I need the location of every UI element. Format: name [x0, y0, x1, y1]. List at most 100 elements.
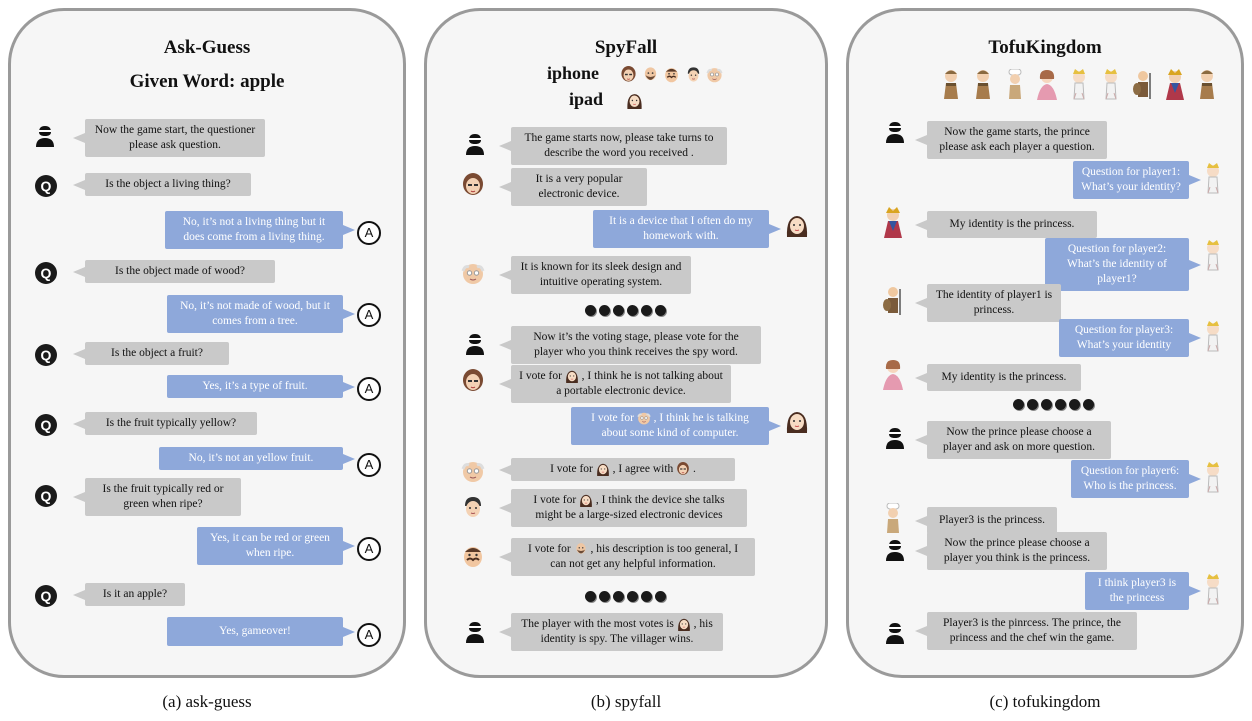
host-silhouette-icon: [463, 331, 487, 355]
vote-text: , I think the device she talks might be …: [535, 494, 725, 521]
player-portrait-icon: [676, 462, 690, 476]
chat-message: Player3 is the princess.: [915, 507, 1057, 534]
spyfall-panel: SpyFall iphone ipad The game starts now,…: [424, 8, 828, 678]
player-portrait-icon: [1201, 321, 1225, 353]
player-portrait-icon: [461, 544, 485, 568]
chat-message: It is known for its sleek design and int…: [499, 256, 691, 294]
player-portrait-icon: [785, 409, 809, 433]
chat-message: It is a device that I often do my homewo…: [593, 210, 781, 248]
player-portrait-icon: [1067, 69, 1091, 101]
a-icon: A: [357, 221, 381, 245]
given-word: Given Word: apple: [129, 71, 285, 92]
word-ipad: ipad: [569, 89, 643, 110]
player-portrait-icon: [1035, 69, 1059, 101]
player-portrait-icon: [881, 207, 905, 239]
ellipsis-dots-icon: [585, 591, 666, 602]
player-portrait-icon: [642, 65, 659, 84]
vote-text: , I agree with: [612, 463, 674, 475]
word-label: iphone: [547, 63, 600, 83]
host-silhouette-icon: [33, 123, 57, 147]
vote-text: , I think he is not talking about a port…: [556, 370, 723, 397]
vote-text: I vote for: [533, 494, 577, 506]
host-silhouette-icon: [883, 537, 907, 561]
chat-message: Is the fruit typically red or green when…: [73, 478, 241, 516]
player-portrait-icon: [677, 617, 691, 631]
a-icon: A: [357, 453, 381, 477]
chat-message: I vote for , his description is too gene…: [499, 538, 755, 576]
chat-message: Question for player3: What’s your identi…: [1059, 319, 1201, 357]
player-portrait-icon: [685, 65, 702, 84]
q-icon: Q: [35, 262, 57, 284]
player-portrait-icon: [626, 91, 643, 110]
host-silhouette-icon: [463, 619, 487, 643]
word-label: ipad: [569, 89, 604, 109]
player-portrait-icon: [637, 411, 651, 425]
player-portrait-icon: [579, 493, 593, 507]
vote-text: I vote for: [550, 463, 593, 475]
caption: (c) tofukingdom: [989, 692, 1101, 711]
chat-message: It is a very popular electronic device.: [499, 168, 647, 206]
player-portrait-icon: [663, 65, 680, 84]
panel-title: SpyFall: [594, 37, 658, 58]
chat-message: I vote for , I think he is not talking a…: [499, 365, 731, 403]
chat-message: Yes, it’s a type of fruit.: [167, 375, 355, 398]
vote-text: , I think he is talking about some kind …: [601, 412, 749, 439]
a-icon: A: [357, 537, 381, 561]
panel-title: TofuKingdom: [988, 37, 1102, 58]
vote-text: , his identity is spy. The villager wins…: [540, 618, 713, 645]
vote-text: , his description is too general, I can …: [550, 543, 739, 570]
chat-message: Now the prince please choose a player an…: [915, 421, 1111, 459]
player-portrait-icon: [574, 542, 588, 556]
chat-message: My identity is the princess.: [915, 364, 1081, 391]
chat-message: Is the fruit typically yellow?: [73, 412, 257, 435]
player-portrait-icon: [461, 459, 485, 483]
chat-message: Now it’s the voting stage, please vote f…: [499, 326, 761, 364]
chat-message: No, it’s not made of wood, but it comes …: [167, 295, 355, 333]
player-portrait-icon: [971, 69, 995, 101]
chat-message: I think player3 is the princess: [1085, 572, 1201, 610]
panel-title: Ask-Guess: [163, 37, 251, 58]
a-icon: A: [357, 303, 381, 327]
chat-message: The identity of player1 is princess.: [915, 284, 1061, 322]
ellipsis-dots-icon: [1013, 399, 1094, 410]
chat-message: No, it’s not a living thing but it does …: [165, 211, 355, 249]
caption: (a) ask-guess: [162, 692, 252, 711]
player-portrait-icon: [1131, 69, 1155, 101]
chat-message: Question for player2: What’s the identit…: [1045, 238, 1201, 291]
player-portrait-icon: [461, 495, 485, 519]
player-portrait-icon: [1201, 240, 1225, 272]
chat-message: My identity is the princess.: [915, 211, 1097, 238]
ask-guess-panel: Ask-Guess Given Word: apple Now the game…: [8, 8, 406, 678]
chat-message: Now the prince please choose a player yo…: [915, 532, 1107, 570]
host-silhouette-icon: [883, 425, 907, 449]
q-icon: Q: [35, 485, 57, 507]
player-portrait-icon: [461, 173, 485, 197]
chat-message: No, it’s not an yellow fruit.: [159, 447, 355, 470]
q-icon: Q: [35, 344, 57, 366]
chat-message: Question for player6: Who is the princes…: [1071, 460, 1201, 498]
q-icon: Q: [35, 414, 57, 436]
ellipsis-dots-icon: [585, 305, 666, 316]
player-portrait-icon: [461, 261, 485, 285]
chat-message: Player3 is the pinrcess. The prince, the…: [915, 612, 1137, 650]
chat-message: Now the game start, the questioner pleas…: [73, 119, 265, 157]
chat-message: The game starts now, please take turns t…: [499, 127, 727, 165]
player-portrait-icon: [1163, 69, 1187, 101]
chat-message: Now the game starts, the prince please a…: [915, 121, 1107, 159]
player-portrait-icon: [1099, 69, 1123, 101]
player-portrait-icon: [1195, 69, 1219, 101]
chat-message: Question for player1: What’s your identi…: [1073, 161, 1201, 199]
q-icon: Q: [35, 585, 57, 607]
player-portrait-icon: [565, 369, 579, 383]
word-iphone: iphone: [547, 63, 723, 84]
chat-message: Is the object a living thing?: [73, 173, 251, 196]
chat-message: The player with the most votes is , his …: [499, 613, 723, 651]
chat-message: Is it an apple?: [73, 583, 185, 606]
player-portrait-icon: [1201, 574, 1225, 606]
player-portrait-icon: [881, 503, 905, 535]
chat-message: Is the object a fruit?: [73, 342, 229, 365]
chat-message: I vote for , I think the device she talk…: [499, 489, 747, 527]
chat-message: Yes, it can be red or green when ripe.: [197, 527, 355, 565]
caption: (b) spyfall: [590, 692, 662, 711]
host-silhouette-icon: [463, 131, 487, 155]
